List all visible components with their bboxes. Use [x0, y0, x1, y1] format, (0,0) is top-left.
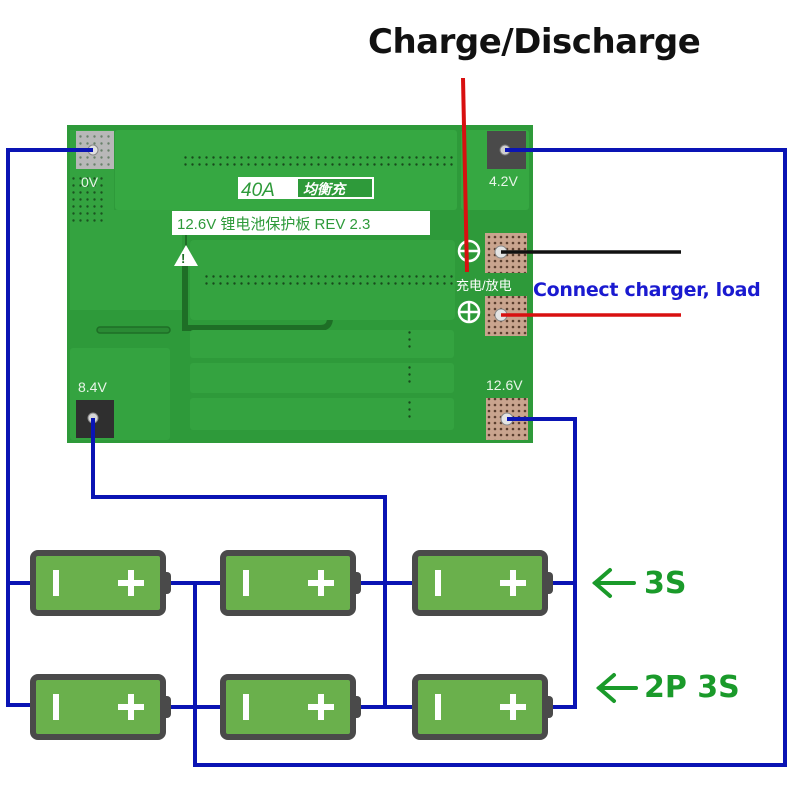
battery-minus-icon — [53, 570, 59, 596]
battery-plus-icon — [500, 570, 526, 596]
balance-label: 均衡充 — [303, 181, 347, 197]
fet-strip-3 — [190, 398, 454, 430]
battery-array — [30, 550, 553, 740]
pad-label-4-2v: 4.2V — [489, 173, 518, 189]
wire-0v — [6, 148, 93, 707]
battery-body — [412, 674, 548, 740]
warning-symbol: ! — [181, 251, 185, 266]
battery-body — [220, 674, 356, 740]
wire-12-6v — [507, 417, 577, 707]
battery-cell — [220, 550, 361, 616]
battery-minus-icon — [243, 694, 249, 720]
charge-discharge-cn-label: 充电/放电 — [456, 278, 512, 293]
battery-minus-icon — [53, 694, 59, 720]
model-label: 12.6V 锂电池保护板 REV 2.3 — [177, 215, 370, 233]
battery-cell — [220, 674, 361, 740]
model-label-bg — [172, 211, 430, 235]
series-label-2p3s: 2P 3S — [644, 670, 740, 705]
battery-cell — [412, 550, 553, 616]
battery-plus-icon — [308, 570, 334, 596]
wiring — [6, 148, 787, 767]
arrow-left-icon — [591, 568, 636, 598]
plus-polarity-icon — [457, 300, 481, 324]
pad-label-8-4v: 8.4V — [78, 379, 107, 395]
series-label-3s: 3S — [644, 566, 687, 601]
fet-strip-2 — [190, 363, 454, 393]
via-row-top — [180, 152, 455, 166]
battery-body — [30, 674, 166, 740]
battery-plus-icon — [118, 570, 144, 596]
battery-cell — [412, 674, 553, 740]
red-lead-charge-discharge — [461, 77, 469, 273]
battery-body — [412, 550, 548, 616]
battery-minus-icon — [243, 570, 249, 596]
wire-4-2v — [193, 148, 787, 767]
battery-plus-icon — [118, 694, 144, 720]
pad-label-0v: 0V — [81, 174, 99, 190]
pcb-board — [67, 125, 533, 443]
battery-body — [30, 550, 166, 616]
battery-body — [220, 550, 356, 616]
via-row-mid — [205, 272, 455, 286]
battery-minus-icon — [435, 570, 441, 596]
battery-minus-icon — [435, 694, 441, 720]
rating-label: 40A — [241, 180, 275, 201]
battery-cell — [30, 674, 171, 740]
battery-cell — [30, 550, 171, 616]
arrow-left-icon — [595, 673, 638, 703]
minus-polarity-icon — [457, 239, 481, 263]
battery-plus-icon — [500, 694, 526, 720]
diagram-title: Charge/Discharge — [368, 22, 701, 62]
fet-strip-1 — [190, 330, 454, 358]
connect-label: Connect charger, load — [533, 279, 761, 301]
pad-label-12-6v: 12.6V — [486, 377, 523, 393]
battery-plus-icon — [308, 694, 334, 720]
warning-icon — [174, 235, 198, 266]
wire-8-4v — [91, 418, 387, 707]
